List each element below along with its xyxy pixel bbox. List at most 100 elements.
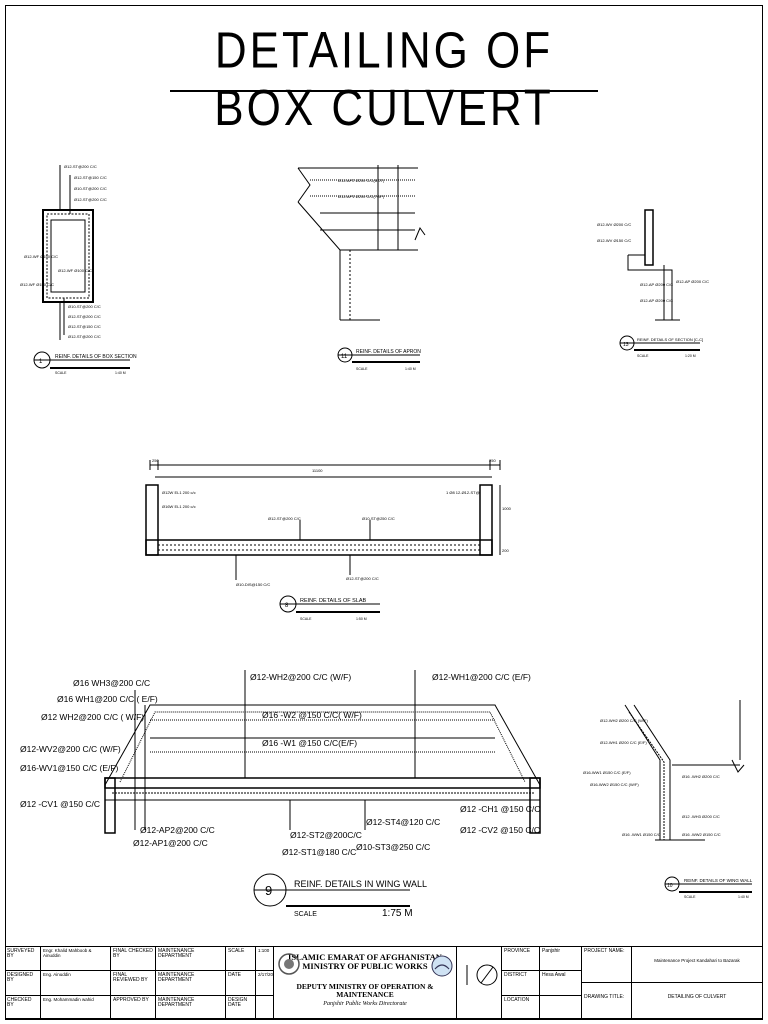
district-label: DISTRICT [502, 971, 540, 996]
drawing-title-value: DETAILING OF CULVERT [632, 983, 763, 1020]
detail13-num: 13 [623, 342, 629, 348]
wing-label-11: Ø12-AP2@200 C/C [140, 825, 215, 835]
checked-by-value: Eng. Mohammadin wahid [41, 996, 111, 1020]
district-value: Hesa Awal [540, 971, 582, 996]
slab-dim-h1: 1000 [502, 506, 512, 511]
wing-label-7: Ø12-WH2@200 C/C (W/F) [250, 672, 351, 682]
final-reviewed-label: FINAL REVIEWED BY [111, 971, 156, 996]
wing-wall-side-detail [624, 700, 745, 841]
scale-label: SCALE [226, 947, 256, 971]
drawing-title: DETAILING OF BOX CULVERT [214, 22, 554, 137]
wing-side-label-2: Ø12-WH1 Ø200 C/C (E/F) [600, 740, 647, 745]
box-label-1: Ø12-ST@200 C/C [64, 164, 97, 169]
box-section-detail [42, 165, 94, 340]
slab-label-4: Ø10-ST@250 C/C [362, 516, 395, 521]
detail9-scale: 1:75 M [382, 908, 413, 919]
detail13-title: REINF. DETAILS OF SECTION [C-C] [637, 337, 703, 342]
wing-label-5: Ø16-WV1@150 C/C (E/F) [20, 763, 119, 773]
detail8-scale: 1:50 M [356, 617, 367, 621]
detail8-title: REINF. DETAILS OF SLAB [300, 598, 367, 604]
box-label-6: Ø12-WF Ø100 C/C [58, 268, 92, 273]
detail13-scale: 1:20 M [685, 354, 696, 358]
slab-label-5: 1 Ø8 12-Ø12-ST@ [446, 490, 480, 495]
slab-dim-right: 250 [489, 458, 496, 463]
section-label-5: Ø12-AP Ø200 C/C [640, 298, 673, 303]
wing-side-label-6: Ø12 -WH3 Ø200 C/C [682, 814, 720, 819]
province-value: Panjshir [540, 947, 582, 971]
project-name-label: PROJECT NAME: [582, 947, 632, 983]
date-label: DATE [226, 971, 256, 996]
checked-by-label: CHECKED BY [5, 996, 41, 1020]
wing-label-1: Ø16 WH3@200 C/C [73, 678, 150, 688]
detail11-title: REINF. DETAILS OF APRON [356, 349, 421, 355]
wing-label-17: Ø12 -CH1 @150 C/C [460, 804, 540, 814]
section-cc-detail [627, 209, 680, 321]
org-line-3: DEPUTY MINISTRY OF OPERATION & MAINTENAN… [296, 981, 434, 999]
detail1-scale-label: SCALE [55, 371, 67, 375]
wing-label-2: Ø16 WH1@200 C/C ( E/F) [57, 694, 158, 704]
title-block: SURVEYED BY Engr. Khalid Mahboob & Ainud… [5, 946, 763, 1020]
dept-1: MAINTENANCE DEPARTMENT [156, 947, 226, 971]
detail11-scale-label: SCALE [356, 367, 368, 371]
detail1-num: 1 [39, 359, 43, 365]
dept-2: MAINTENANCE DEPARTMENT [156, 971, 226, 996]
wing-label-9: Ø16 -W2 @150 C/C( W/F) [262, 710, 362, 720]
detail13-scale-label: SCALE [637, 354, 649, 358]
detail10-scale-label: SCALE [684, 895, 696, 899]
box-label-3: Ø10-ST@200 C/C [74, 186, 107, 191]
scale-value: 1:100 [256, 947, 274, 971]
project-name-value: Maintenance Project Kandahari to Bazarak [632, 947, 763, 983]
drawing-canvas: Ø12-ST@200 C/C Ø12-ST@150 C/C Ø10-ST@200… [20, 164, 753, 919]
detail11-scale: 1:40 M [405, 367, 416, 371]
slab-label-3: Ø12-ST@200 C/C [268, 516, 301, 521]
wing-side-label-3: Ø16-WW1 Ø150 C/C (E/F) [583, 770, 631, 775]
box-label-4: Ø12-ST@200 C/C [74, 197, 107, 202]
final-checked-label: FINAL CHECKED BY [111, 947, 156, 971]
detail9-num: 9 [265, 883, 272, 898]
title-underline [170, 90, 598, 92]
surveyed-by-label: SURVEYED BY [5, 947, 41, 971]
wing-side-label-4: Ø16-WW2 Ø150 C/C (W/F) [590, 782, 639, 787]
slab-label-7: Ø12-ST@200 C/C [346, 576, 379, 581]
detail9-scale-label: SCALE [294, 911, 317, 918]
box-label-11: Ø12-ST@200 C/C [68, 334, 101, 339]
detail9-title: REINF. DETAILS IN WING WALL [294, 879, 427, 889]
detail8-scale-label: SCALE [300, 617, 312, 621]
drawing-sheet [5, 5, 763, 1019]
apron-label-1: Ø12-AP2 Ø200 C/C(BOT) [338, 178, 385, 183]
slab-dim-h2: 200 [502, 548, 509, 553]
wing-label-14: Ø12-ST1@180 C/C [282, 847, 356, 857]
wing-label-3: Ø12 WH2@200 C/C ( W/F) [41, 712, 144, 722]
section-label-2: Ø12-WV Ø150 C/C [597, 238, 631, 243]
wing-label-10: Ø16 -W1 @150 C/C(E/F) [262, 738, 357, 748]
detail10-num: 10 [667, 883, 673, 889]
box-label-9: Ø12-ST@200 C/C [68, 314, 101, 319]
detail1-title: REINF. DETAILS OF BOX SECTION [55, 354, 137, 360]
wing-side-label-1: Ø12-WH2 Ø200 C/C (W/F) [600, 718, 648, 723]
wing-label-6: Ø12 -CV1 @150 C/C [20, 799, 100, 809]
wing-side-label-5: Ø16 -WH2 Ø200 C/C [682, 774, 720, 779]
location-value [540, 996, 582, 1020]
emblem-icon [278, 953, 300, 975]
org-line-4: Panjshir Public Works Directorate [323, 1000, 407, 1007]
designed-by-label: DESIGNED BY [5, 971, 41, 996]
north-arrow-icon [466, 964, 498, 986]
box-label-5: Ø12-WF Ø150 C/C [24, 254, 58, 259]
dept-3: MAINTENANCE DEPARTMENT [156, 996, 226, 1020]
section-label-1: Ø12-WV Ø200 C/C [597, 222, 631, 227]
organization-block: ISLAMIC EMARAT OF AFGHANISTAN MINISTRY O… [274, 947, 457, 1020]
slab-dim-left: 250 [152, 458, 159, 463]
north-arrow-box [457, 947, 502, 1020]
box-label-8: Ø10-ST@200 C/C [68, 304, 101, 309]
design-date-label: DESIGN DATE [226, 996, 256, 1020]
detail8-num: 8 [285, 603, 289, 609]
surveyed-by-value: Engr. Khalid Mahboob & Ainuddin [41, 947, 111, 971]
box-label-2: Ø12-ST@150 C/C [74, 175, 107, 180]
slab-label-6: Ø10-DIS@150 C/C [236, 582, 270, 587]
org-line-2: MINISTRY OF PUBLIC WORKS [302, 960, 428, 971]
province-label: PROVINCE [502, 947, 540, 971]
detail-markers [33, 335, 752, 907]
date-value: 2/17/2022 [256, 971, 274, 996]
wing-label-18: Ø12 -CV2 @150 C/C [460, 825, 540, 835]
slab-detail [145, 460, 501, 580]
